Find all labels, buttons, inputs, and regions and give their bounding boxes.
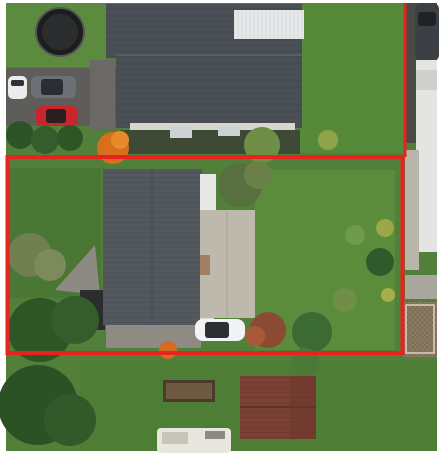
tree-icon [333, 219, 395, 312]
house-icon [103, 169, 216, 348]
skylight-panel [234, 10, 304, 39]
car-icon [415, 3, 439, 61]
roof-vent-panel [200, 174, 216, 210]
neighbor-patio [405, 275, 437, 299]
neighbor-building-right [416, 60, 437, 252]
neighbor-deck [403, 302, 437, 357]
car-icon [36, 106, 78, 126]
front-entry [106, 325, 201, 348]
tree-icon [245, 312, 332, 352]
rv-icon [157, 428, 231, 453]
car-icon [8, 76, 27, 99]
tree-icon [0, 296, 99, 446]
tree-icon [218, 161, 272, 207]
ac-unit [218, 126, 240, 136]
neighbor-building-roof [416, 70, 437, 90]
tree-icon [244, 127, 338, 163]
car-icon [195, 319, 245, 341]
tree-icon [6, 121, 83, 154]
tree-icon [8, 233, 66, 281]
house-icon [106, 4, 304, 131]
walkway-left [55, 245, 100, 295]
lawn-top-right [300, 3, 405, 153]
photo-content [0, 3, 439, 453]
wood-step [200, 255, 210, 275]
car-icon [31, 76, 76, 98]
trampoline-icon [35, 7, 85, 57]
shed-icon [240, 376, 316, 439]
driveway-edge [90, 60, 115, 130]
property-boundary [5, 155, 405, 355]
ac-unit [170, 126, 192, 138]
shed-icon [163, 380, 215, 402]
side-walkway [405, 150, 419, 270]
lawn-patch [345, 225, 365, 245]
tree-icon [159, 341, 177, 359]
